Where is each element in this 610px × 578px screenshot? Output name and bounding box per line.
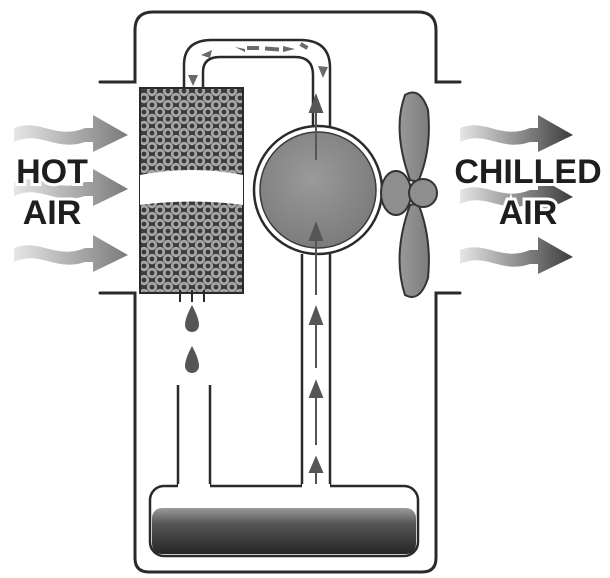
chilled-air-arrow-icon — [460, 177, 573, 214]
water-distribution-pipe — [182, 38, 332, 150]
fan-icon — [380, 91, 438, 298]
drain-pipe — [176, 385, 212, 488]
fan-motor — [380, 170, 412, 216]
riser-pipe — [300, 254, 332, 488]
hot-air-arrow-icon — [14, 235, 128, 272]
hot-air-arrow-icon — [14, 169, 128, 206]
fan-blade-bottom — [398, 201, 430, 298]
cooling-pad — [139, 87, 244, 294]
hot-air-arrows — [14, 115, 128, 272]
cooler-housing — [98, 10, 462, 574]
water-droplet-icon — [185, 346, 199, 373]
water-droplet-icon — [185, 305, 199, 332]
hot-air-label-line1: HOT — [16, 153, 88, 191]
chilled-air-arrow-icon — [460, 115, 573, 152]
chilled-air-label-line1: CHILLED — [454, 153, 601, 191]
pipe-flow-arrows — [188, 42, 328, 86]
chilled-air-arrow-icon — [460, 237, 573, 274]
fan-hub — [408, 178, 438, 208]
hot-air-arrow-icon — [14, 115, 128, 152]
hot-air-label: HOT AIR — [13, 150, 91, 235]
water-reservoir — [148, 484, 420, 558]
pump-core — [259, 131, 377, 249]
hot-air-label-line2: AIR — [23, 194, 82, 232]
drip-pins — [179, 290, 205, 302]
fan-blade-top — [398, 91, 430, 184]
pad-wet-gap — [140, 170, 243, 205]
chilled-air-label: CHILLED AIR — [451, 150, 604, 235]
chilled-air-arrows — [460, 115, 573, 274]
chilled-air-label-line2: AIR — [499, 194, 558, 232]
